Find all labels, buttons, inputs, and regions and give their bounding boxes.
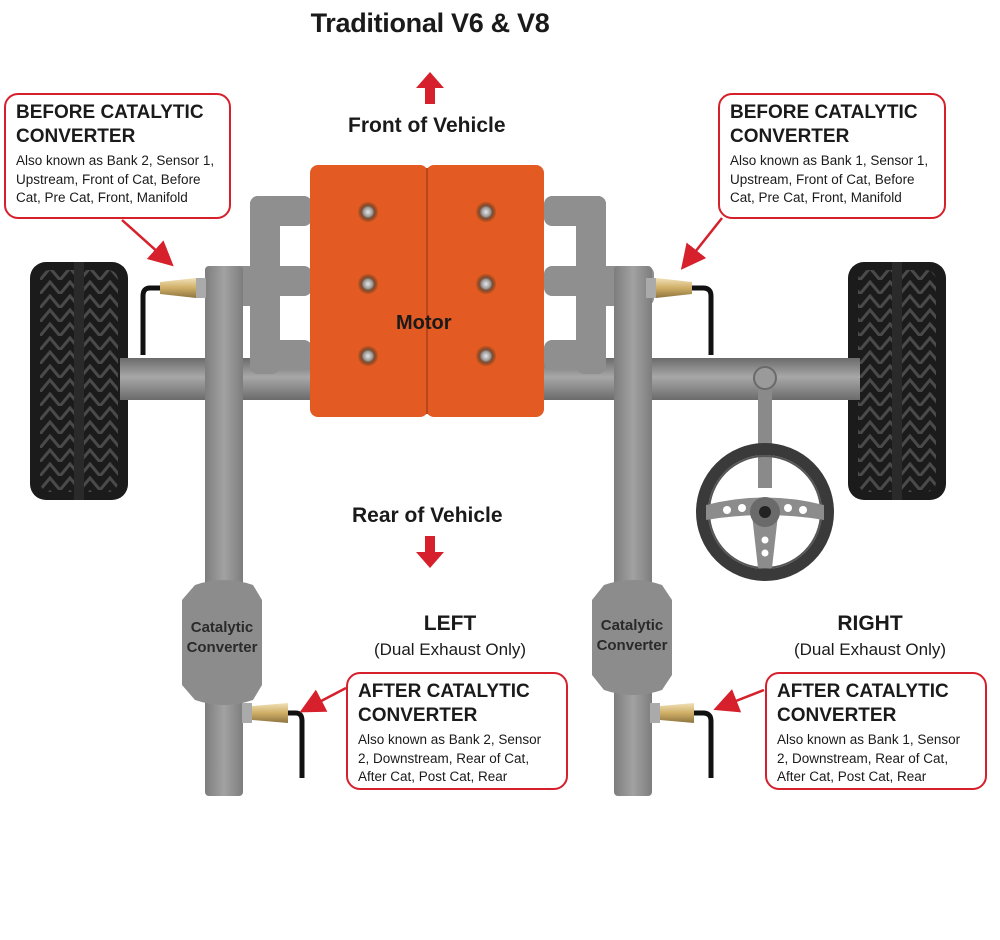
front-arrow <box>416 72 444 104</box>
callout-after-left: AFTER CATALYTIC CONVERTER Also known as … <box>346 672 568 790</box>
callout-arrows <box>121 217 765 713</box>
callout-heading: AFTER CATALYTIC CONVERTER <box>358 681 530 726</box>
motor-label: Motor <box>396 312 452 334</box>
rear-of-vehicle-label: Rear of Vehicle <box>352 504 503 527</box>
callout-text: Also known as Bank 2, Sensor 2, Downstre… <box>358 732 542 784</box>
right-exhaust-pipes <box>544 196 672 796</box>
callout-text: Also known as Bank 1, Sensor 2, Downstre… <box>777 732 961 784</box>
sensor-before-right <box>646 278 714 355</box>
callout-text: Also known as Bank 1, Sensor 1, Upstream… <box>730 153 929 205</box>
left-side-label: LEFT (Dual Exhaust Only) <box>373 612 527 659</box>
callout-heading: BEFORE CATALYTIC CONVERTER <box>16 102 204 147</box>
callout-after-right: AFTER CATALYTIC CONVERTER Also known as … <box>765 672 987 790</box>
callout-heading: BEFORE CATALYTIC CONVERTER <box>730 102 918 147</box>
diagram-title: Traditional V6 & V8 <box>310 8 550 38</box>
sensor-before-left <box>140 278 206 355</box>
sensor-after-left <box>242 703 305 778</box>
engine-bolts <box>358 202 496 366</box>
catalytic-converter-left-label: Catalytic Converter <box>186 619 258 656</box>
right-tire <box>848 262 946 500</box>
engine-block <box>310 165 544 417</box>
left-exhaust-pipes <box>182 196 312 796</box>
callout-text: Also known as Bank 2, Sensor 1, Upstream… <box>16 153 215 205</box>
catalytic-converter-right-label: Catalytic Converter <box>596 617 668 654</box>
left-tire <box>30 262 128 500</box>
right-side-label: RIGHT (Dual Exhaust Only) <box>793 612 947 659</box>
steering-wheel <box>696 366 834 581</box>
callout-before-right: BEFORE CATALYTIC CONVERTER Also known as… <box>718 93 946 219</box>
rear-arrow <box>416 536 444 568</box>
callout-before-left: BEFORE CATALYTIC CONVERTER Also known as… <box>4 93 231 219</box>
callout-heading: AFTER CATALYTIC CONVERTER <box>777 681 949 726</box>
front-of-vehicle-label: Front of Vehicle <box>348 114 506 137</box>
sensor-after-right <box>650 703 714 778</box>
